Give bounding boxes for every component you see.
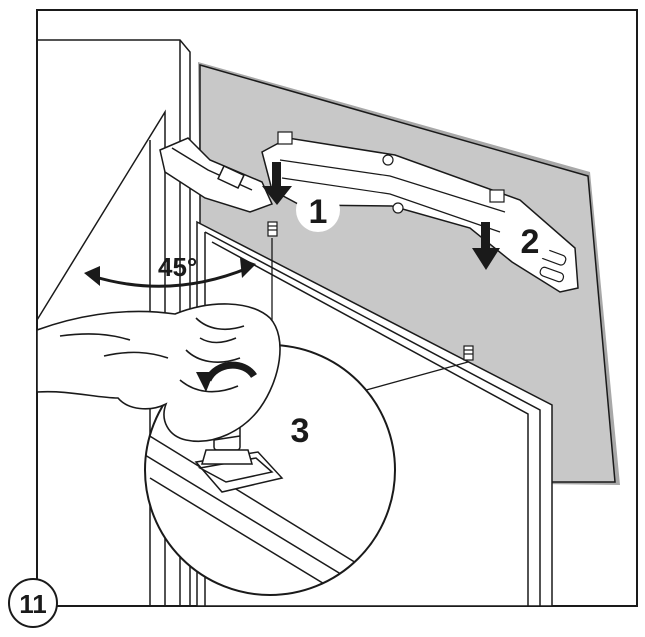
- angle-label: 45°: [158, 252, 197, 282]
- step-label: 2: [521, 223, 540, 261]
- step-badge: 1: [296, 188, 340, 232]
- hand-illustration: [37, 303, 281, 442]
- hinge-arm: [159, 137, 274, 213]
- figure-number-badge: 11: [8, 578, 58, 628]
- down-arrow-icon: [262, 162, 292, 205]
- swing-arrow-icon: [84, 258, 256, 288]
- door-screw: [463, 345, 474, 361]
- leader-line: [347, 361, 469, 396]
- step-label: 3: [291, 412, 310, 450]
- step-badge: 2: [508, 218, 552, 262]
- figure-number: 11: [19, 589, 47, 619]
- door-screw: [267, 221, 278, 237]
- rotation-arrow-icon: [196, 361, 257, 392]
- down-arrow-icon: [472, 222, 500, 270]
- step-label: 1: [309, 193, 328, 231]
